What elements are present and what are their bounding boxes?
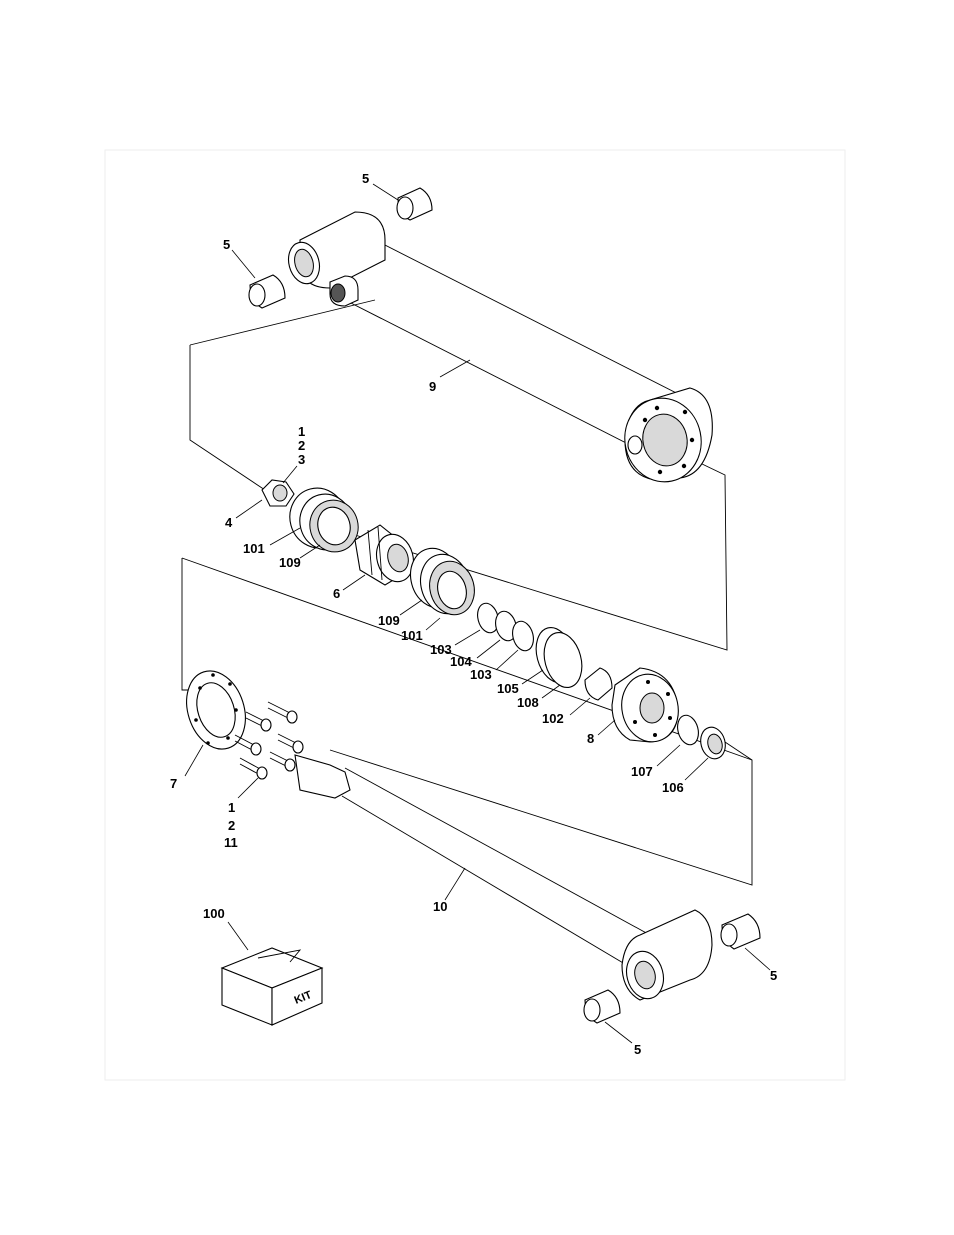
callout-9: 9 xyxy=(429,379,436,394)
callout-104: 104 xyxy=(450,654,472,669)
callout-8: 8 xyxy=(587,731,594,746)
seal-kit-box-part: KIT xyxy=(220,947,324,1026)
piston-rod-part xyxy=(294,754,713,1001)
callout-5-bottom-right: 5 xyxy=(770,968,777,983)
callout-103-first: 103 xyxy=(430,642,452,657)
callout-5-top-right: 5 xyxy=(362,171,369,186)
callout-5-top-left: 5 xyxy=(223,237,230,252)
callout-1-bottom: 1 xyxy=(228,800,235,815)
callout-6: 6 xyxy=(333,586,340,601)
callout-101-first: 101 xyxy=(243,541,265,556)
callout-103-second: 103 xyxy=(470,667,492,682)
callout-4: 4 xyxy=(225,515,233,530)
callout-109-first: 109 xyxy=(279,555,301,570)
callout-109-second: 109 xyxy=(378,613,400,628)
piston-seal-set-2-part xyxy=(410,547,475,616)
piston-seal-set-1-part xyxy=(289,487,359,553)
leader-lines xyxy=(184,183,771,1044)
cylinder-barrel-part xyxy=(287,211,713,483)
callout-108: 108 xyxy=(517,695,539,710)
callout-107: 107 xyxy=(631,764,653,779)
callout-101-second: 101 xyxy=(401,628,423,643)
callout-102: 102 xyxy=(542,711,564,726)
callout-3: 3 xyxy=(298,452,305,467)
callout-106: 106 xyxy=(662,780,684,795)
callout-5-bottom-left: 5 xyxy=(634,1042,641,1057)
callout-2-bottom: 2 xyxy=(228,818,235,833)
callout-105: 105 xyxy=(497,681,519,696)
backup-rings-part xyxy=(477,602,534,652)
callout-2-top: 2 xyxy=(298,438,305,453)
callout-labels: 5 5 9 1 2 3 4 101 109 6 109 101 103 104 … xyxy=(170,171,777,1057)
lock-nut-part xyxy=(261,479,295,507)
head-bolts-part xyxy=(234,701,304,780)
bushing-top-right-part xyxy=(396,187,433,221)
bushing-bottom-left-part xyxy=(583,989,621,1024)
bushing-bottom-right-part xyxy=(720,913,761,950)
bushing-top-left-part xyxy=(248,274,286,309)
callout-1-top: 1 xyxy=(298,424,305,439)
o-rings-part xyxy=(535,627,583,688)
callout-11: 11 xyxy=(224,835,238,850)
piston-part xyxy=(354,524,415,586)
callout-100: 100 xyxy=(203,906,225,921)
callout-10: 10 xyxy=(433,899,447,914)
callout-7: 7 xyxy=(170,776,177,791)
scan-frame xyxy=(104,149,846,1081)
cylinder-head-part xyxy=(611,667,679,743)
head-bushing-part xyxy=(584,667,613,701)
wiper-seals-part xyxy=(677,714,726,760)
gasket-plate-part xyxy=(186,670,246,750)
